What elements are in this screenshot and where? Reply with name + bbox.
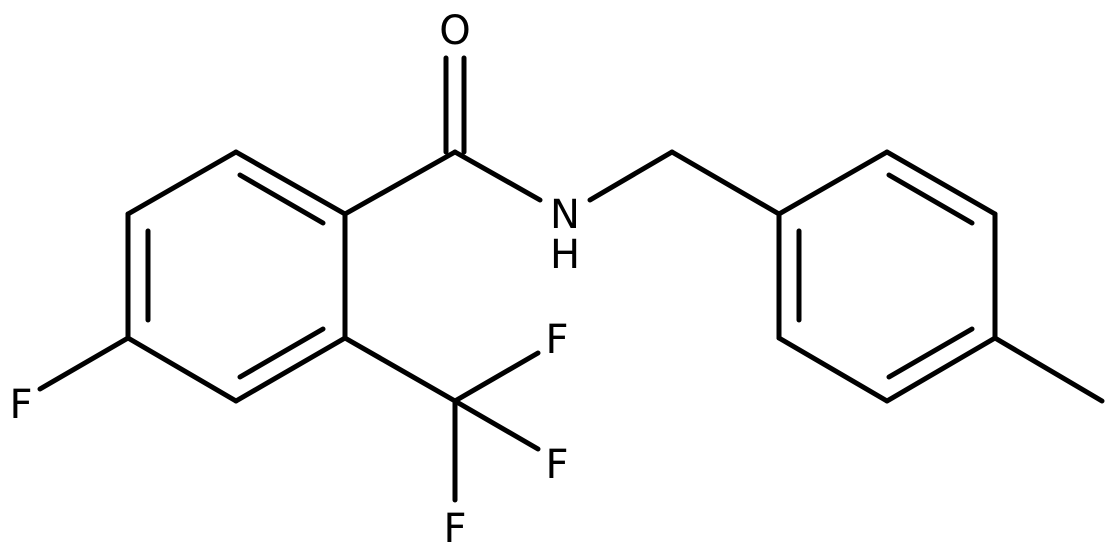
nitrogen-ch2-bond [587, 149, 675, 203]
ring-double-bond-1 [237, 172, 326, 226]
tolyl-double-bond-2 [886, 326, 975, 380]
ring-bond-4 [125, 335, 239, 404]
tolyl-bond-2 [884, 149, 998, 217]
ring-double-bond-2 [237, 326, 326, 380]
benzamide-ring [125, 149, 348, 404]
ring-bond-6 [125, 149, 239, 217]
ring-fluorine-bond [37, 335, 131, 392]
cf3-fluorine-top-label: F [545, 317, 568, 363]
cf3-fluorine-bottom-label: F [443, 506, 466, 552]
amide-hydrogen-label: H [550, 232, 580, 278]
cf3-f-right-bond [452, 398, 541, 452]
oxygen-label: O [439, 8, 470, 54]
ring-bond-3 [233, 335, 348, 404]
ch2-ring-bond [669, 149, 782, 217]
tolyl-bond-5 [776, 335, 890, 404]
tolyl-double-bond-1 [886, 172, 975, 226]
tolyl-ring [776, 149, 1105, 404]
nitrogen-label: N [550, 192, 580, 238]
amide-group [342, 55, 782, 217]
cf3-fluorine-right-label: F [545, 442, 568, 488]
tolyl-bond-4 [884, 335, 998, 404]
carbonyl-carbon-bond [342, 149, 458, 217]
carbon-nitrogen-bond [452, 149, 543, 203]
cf3-carbon-bond [342, 335, 458, 404]
ring-bond-1 [233, 149, 348, 217]
tolyl-bond-1 [776, 149, 890, 217]
substituents [37, 335, 541, 503]
atom-labels: O N H F F F F [9, 8, 580, 552]
methyl-bond [992, 335, 1105, 404]
ring-fluorine-label: F [9, 382, 32, 428]
cf3-f-top-bond [452, 350, 541, 404]
